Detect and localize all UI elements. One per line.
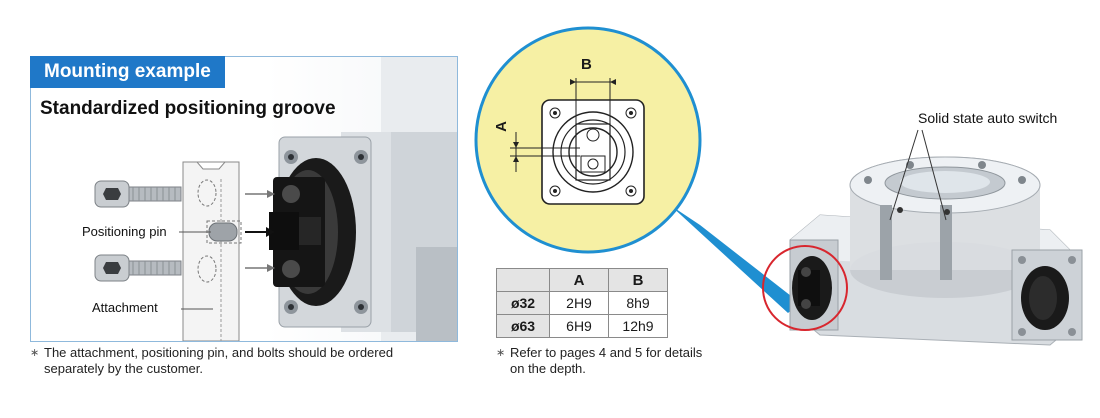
table-header-cell: B xyxy=(608,268,668,292)
mounting-bolt-bottom xyxy=(94,254,182,282)
zoom-leader xyxy=(670,205,800,313)
mounting-example-header: Mounting example xyxy=(30,56,225,88)
positioning-pin-label: Positioning pin xyxy=(82,224,167,239)
tolerance-table: A B ø32 2H9 8h9 ø63 6H9 12h9 xyxy=(496,268,668,338)
rotary-actuator xyxy=(789,156,1083,346)
depth-note-text: Refer to pages 4 and 5 for details on th… xyxy=(510,345,703,376)
table-header-row: A B xyxy=(496,268,668,292)
actuator-body xyxy=(269,57,457,341)
table-header-cell: A xyxy=(549,268,609,292)
mounting-bolt-top xyxy=(94,180,182,208)
auto-switch-label: Solid state auto switch xyxy=(918,110,1058,126)
dimension-b xyxy=(570,78,616,124)
attachment-label: Attachment xyxy=(92,300,158,315)
dimension-b-label: B xyxy=(581,56,592,73)
mounting-note: ∗ The attachment, positioning pin, and bo… xyxy=(30,345,460,377)
flange-drawing xyxy=(541,99,645,205)
dimension-a-label: A xyxy=(492,121,510,132)
table-cell-a: 2H9 xyxy=(549,291,609,315)
assembly-arrows xyxy=(245,190,275,272)
note-asterisk: ∗ xyxy=(30,347,40,359)
mounting-illustration xyxy=(94,57,457,341)
product-illustration xyxy=(762,129,1083,346)
table-cell-b: 8h9 xyxy=(608,291,668,315)
groove-detail-zoom xyxy=(474,26,800,313)
attachment-plate xyxy=(182,161,242,341)
table-cell-a: 6H9 xyxy=(549,314,609,338)
table-row: ø63 6H9 12h9 xyxy=(496,314,668,338)
dimension-a xyxy=(510,132,580,172)
positioning-pin xyxy=(208,222,238,242)
table-row-size: ø32 xyxy=(496,291,550,315)
mounting-note-text: The attachment, positioning pin, and bol… xyxy=(44,345,394,376)
table-header-cell xyxy=(496,268,550,292)
mounting-example-panel xyxy=(30,56,458,342)
depth-note: ∗ Refer to pages 4 and 5 for details on t… xyxy=(496,345,716,377)
table-row: ø32 2H9 8h9 xyxy=(496,291,668,315)
switch-leader-lines xyxy=(889,129,947,221)
table-cell-b: 12h9 xyxy=(608,314,668,338)
table-row-size: ø63 xyxy=(496,314,550,338)
groove-title: Standardized positioning groove xyxy=(40,98,336,119)
note-asterisk: ∗ xyxy=(496,347,506,359)
groove-highlight-circle xyxy=(762,245,848,331)
